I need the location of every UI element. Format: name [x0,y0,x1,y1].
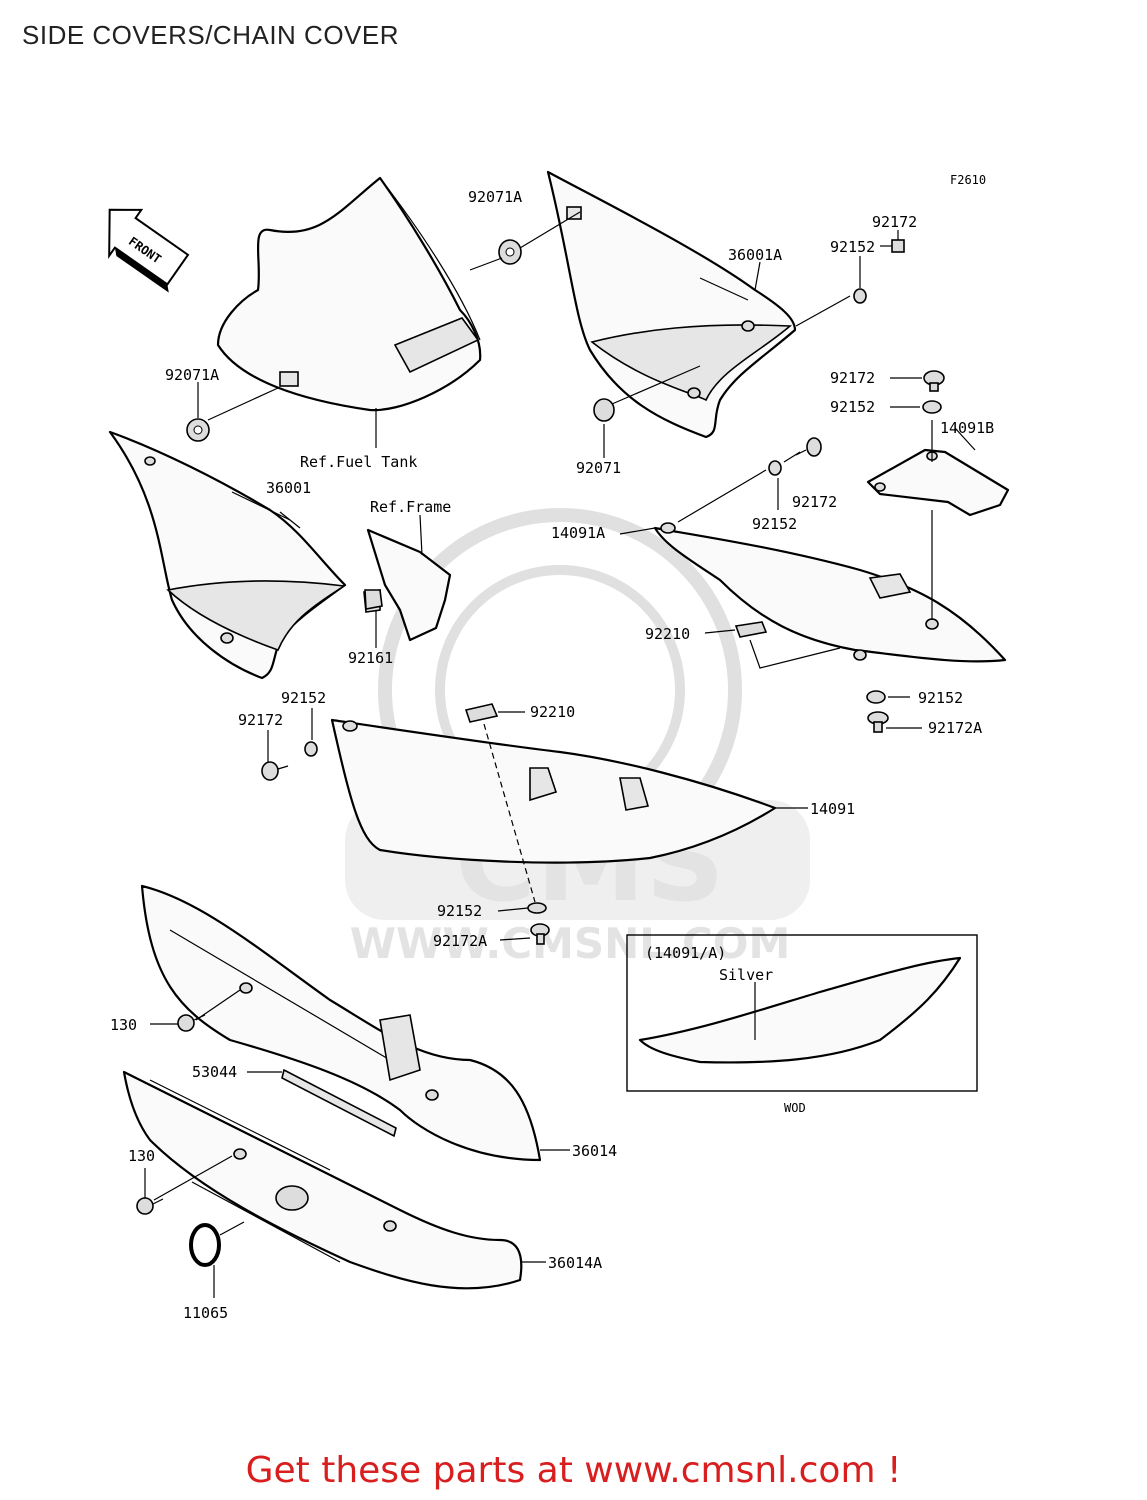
callout-92172-top: 92172 [872,213,917,231]
inset-color: Silver [719,966,773,984]
leader-lines [144,211,976,1298]
bolt-92172-left-icon [261,761,289,781]
rear-cover-14091A [653,522,1007,663]
callout-92071: 92071 [576,459,621,477]
bolt-92172-mid-icon [795,437,822,457]
footer-link[interactable]: Get these parts at www.cmsnl.com ! [245,1450,902,1491]
fuel-tank-ref [216,176,482,412]
washer-92152-r1-icon [922,400,942,414]
grommet-92071A-top-icon [498,239,522,265]
callout-92152-left: 92152 [281,689,326,707]
side-cover-36001 [108,430,347,680]
inset-variant-code: WOD [784,1101,806,1115]
callout-36014: 36014 [572,1142,617,1160]
callout-labels: 92071A 36001A 92152 92172 92071A Ref.Fue… [110,188,994,1322]
washer-92152-bottom-icon [527,902,547,914]
callout-92152-bottom: 92152 [437,902,482,920]
callout-36001A: 36001A [728,246,782,264]
callout-ref-frame: Ref.Frame [370,498,451,516]
bolt-130-top-icon [177,1014,206,1032]
nut-92210-center-icon [464,703,499,723]
parts-diagram: CMS WWW.CMSNL.COM F2610 FRONT [108,170,1010,1322]
strip-53044 [281,1068,397,1138]
callout-92071A-left: 92071A [165,366,219,384]
front-arrow-icon: FRONT [108,208,190,293]
rear-cover-14091 [330,718,777,864]
callout-130-bottom: 130 [128,1147,155,1165]
bracket-14091B [866,448,1010,517]
bolt-92172A-bottom-icon [530,923,550,945]
callout-92152-mid: 92152 [752,515,797,533]
callout-14091A: 14091A [551,524,605,542]
page-title: SIDE COVERS/CHAIN COVER [22,20,400,50]
callout-11065: 11065 [183,1304,228,1322]
callout-92152-right: 92152 [918,689,963,707]
callout-92210-right: 92210 [645,625,690,643]
callout-92161: 92161 [348,649,393,667]
callout-92172-r1: 92172 [830,369,875,387]
bolt-92172A-right-icon [867,711,889,733]
watermark-url: WWW.CMSNL.COM [350,919,791,968]
bolt-130-bottom-icon [136,1197,164,1215]
callout-92172-left: 92172 [238,711,283,729]
inset-header: (14091/A) [645,944,726,962]
callout-92172A-bottom: 92172A [433,932,487,950]
callout-14091B: 14091B [940,419,994,437]
bolt-92172-top-icon [880,239,905,253]
chain-cover-36014 [140,884,542,1162]
callout-92172-mid: 92172 [792,493,837,511]
grommet-92071A-left-icon [186,418,210,442]
callout-36014A: 36014A [548,1254,602,1272]
side-cover-36001A [546,170,797,439]
callout-92172A-right: 92172A [928,719,982,737]
washer-92152-mid-icon [768,460,782,476]
bolt-92172-r1-icon [923,370,945,392]
inset-variant-box: (14091/A) Silver WOD [626,934,978,1115]
callout-92210-center: 92210 [530,703,575,721]
washer-92152-left-icon [304,741,318,757]
frame-ref [363,528,452,642]
washer-92152-top-icon [853,288,867,304]
callout-130-top: 130 [110,1016,137,1034]
clamp-11065-icon [189,1223,221,1267]
callout-36001: 36001 [266,479,311,497]
washer-92152-right-icon [866,690,886,704]
chain-guard-36014A [122,1070,523,1290]
callout-92071A-top: 92071A [468,188,522,206]
clip-92161-icon [364,589,383,610]
callout-92152-r1: 92152 [830,398,875,416]
callout-14091: 14091 [810,800,855,818]
figure-code: F2610 [950,173,986,187]
grommet-92071-icon [593,398,615,422]
callout-ref-fuel-tank: Ref.Fuel Tank [300,453,417,471]
nut-92210-right-icon [734,621,768,638]
callout-53044: 53044 [192,1063,237,1081]
callout-92152-top: 92152 [830,238,875,256]
